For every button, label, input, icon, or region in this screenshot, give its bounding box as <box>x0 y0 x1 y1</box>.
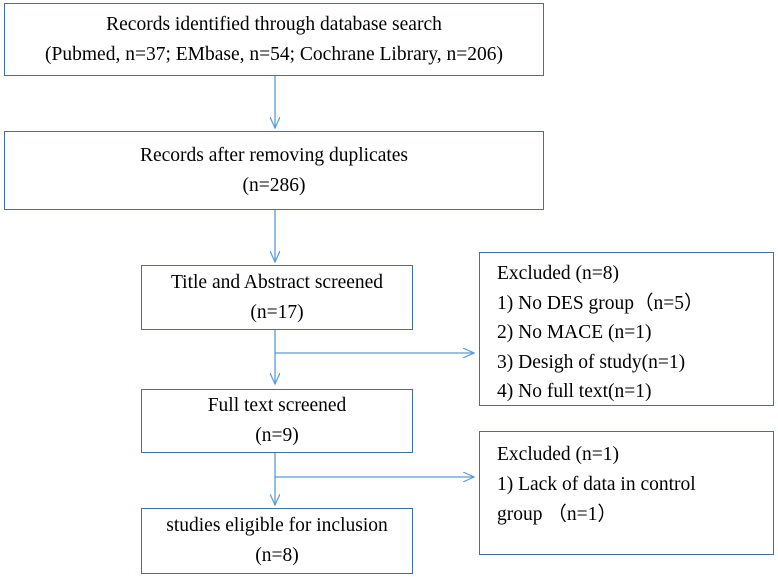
box-eligible-line2: (n=8) <box>255 545 299 566</box>
box-title-abstract-line1: Title and Abstract screened <box>170 271 384 293</box>
box-full-text-screened: Full text screened (n=9) <box>141 389 413 453</box>
excluded-1-item-2: 2) No MACE (n=1) <box>497 322 652 343</box>
box-full-text-line1: Full text screened <box>207 395 347 416</box>
excluded-2-title: Excluded (n=1) <box>497 444 619 465</box>
excluded-1-item-4: 4) No full text(n=1) <box>497 381 652 402</box>
box-records-identified-line1: Records identified through database sear… <box>106 13 442 35</box>
box-records-after-duplicates: Records after removing duplicates (n=286… <box>4 131 544 210</box>
box-title-abstract-screened: Title and Abstract screened (n=17) <box>141 265 413 330</box>
excluded-2-item-2: group （n=1） <box>497 504 617 525</box>
excluded-2-item-1: 1) Lack of data in control <box>497 474 696 495</box>
box-eligible-line1: studies eligible for inclusion <box>166 515 388 536</box>
excluded-1-title: Excluded (n=8) <box>497 263 619 284</box>
box-records-identified: Records identified through database sear… <box>4 3 544 76</box>
box-excluded-1: Excluded (n=8) 1) No DES group（n=5） 2) N… <box>479 252 774 406</box>
box-records-identified-line2: (Pubmed, n=37; EMbase, n=54; Cochrane Li… <box>45 43 503 65</box>
box-full-text-line2: (n=9) <box>255 425 299 446</box>
excluded-1-item-1: 1) No DES group（n=5） <box>497 292 704 314</box>
box-studies-eligible: studies eligible for inclusion (n=8) <box>141 508 413 574</box>
box-excluded-2: Excluded (n=1) 1) Lack of data in contro… <box>479 431 774 555</box>
box-records-after-duplicates-line2: (n=286) <box>242 174 306 196</box>
excluded-1-item-3: 3) Desigh of study(n=1) <box>497 351 686 373</box>
box-title-abstract-line2: (n=17) <box>250 301 304 323</box>
box-records-after-duplicates-line1: Records after removing duplicates <box>139 144 409 166</box>
